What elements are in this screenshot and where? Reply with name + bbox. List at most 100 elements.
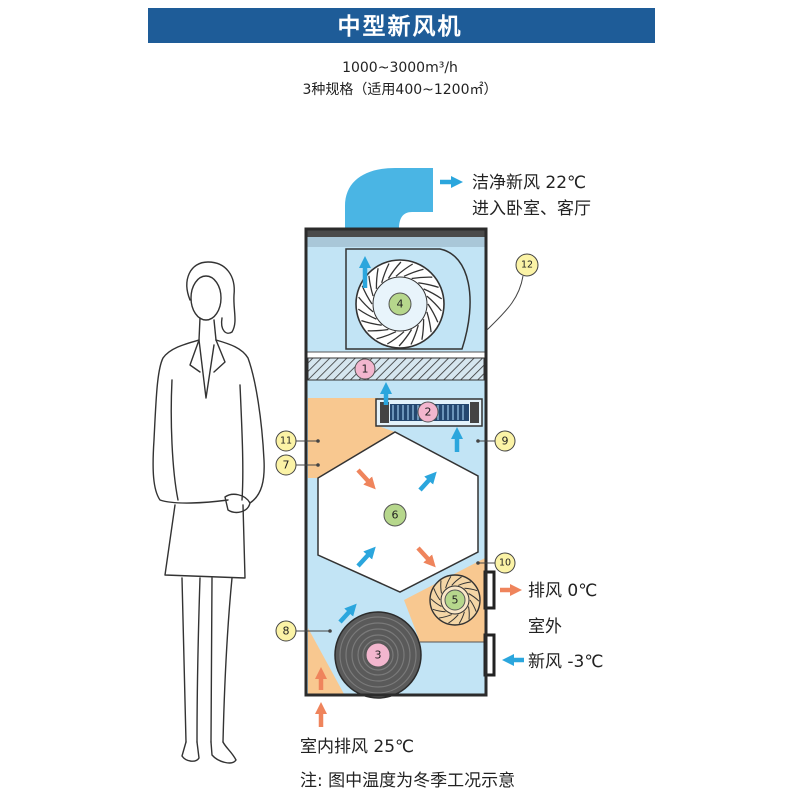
filter-ring — [345, 622, 411, 688]
exhaust-fan-blades — [430, 576, 480, 624]
callout-10-label: 10 — [499, 558, 511, 569]
marker-4-label: 4 — [397, 298, 404, 311]
model-spec: 3种规格（适用400~1200㎡） — [303, 82, 498, 98]
coil-end-cap-right — [470, 402, 479, 423]
fan-blade — [410, 325, 419, 345]
leader-11-dot — [316, 439, 320, 443]
room-exhaust-label: 室内排风 25℃ — [300, 737, 414, 757]
fan-blade — [381, 263, 390, 283]
fan-blade — [411, 276, 433, 280]
marker-5-label: 5 — [452, 594, 459, 607]
fan-blade — [357, 308, 377, 320]
marker-2-badge — [417, 401, 439, 423]
marker-3-label: 3 — [375, 649, 382, 662]
marker-1-label: 1 — [362, 363, 369, 376]
woman-figure-illustration — [152, 261, 265, 764]
fan-blade — [440, 580, 442, 594]
fan-blade — [367, 328, 389, 332]
supply-duct — [345, 168, 433, 229]
arrow-fresh-exit-core — [418, 471, 437, 492]
fan-blade — [427, 303, 439, 323]
fan-blade — [375, 268, 379, 289]
fan-blade — [458, 581, 471, 586]
fan-blade — [451, 576, 462, 586]
fan-blade — [403, 268, 424, 277]
fan-blade — [426, 295, 442, 312]
filter-ring — [362, 639, 394, 671]
fan-blade — [368, 275, 374, 297]
fan-blade — [395, 263, 414, 277]
figure-collar — [189, 339, 226, 399]
fan-blade — [468, 606, 470, 620]
fan-blade — [387, 261, 402, 279]
fan-blade — [439, 614, 452, 619]
fan-blade — [464, 587, 478, 592]
figure-left-arm — [152, 339, 229, 504]
callout-11-label: 11 — [280, 436, 292, 447]
fan-blade — [386, 331, 405, 345]
figure-hands — [224, 493, 251, 514]
leader-8-dot — [328, 629, 332, 633]
fan-blade — [418, 282, 439, 289]
callout-8-label: 8 — [283, 625, 290, 638]
marker-5-badge — [444, 589, 466, 611]
fan-blade — [433, 588, 441, 601]
unit-top-panel — [305, 228, 487, 237]
marker-1-badge — [354, 358, 376, 380]
exhaust-air-label: 排风 0℃ — [528, 581, 597, 601]
airflow-spec: 1000~3000m³/h — [342, 60, 458, 76]
header-bar — [148, 8, 655, 43]
arrow-return-exit-core — [416, 546, 436, 568]
supply-air-label: 洁净新风 22℃ — [472, 173, 586, 193]
return-air-zone-top — [308, 398, 395, 478]
fan-blade — [430, 598, 442, 607]
leader-9-dot — [476, 439, 480, 443]
fan-blade — [445, 576, 452, 589]
callout-9-label: 9 — [502, 435, 509, 448]
callout-7-badge — [275, 454, 297, 476]
marker-6-badge — [383, 503, 407, 527]
fan-blade — [468, 593, 480, 602]
fan-blade — [398, 329, 413, 347]
coil-end-cap-left — [380, 402, 389, 423]
leader-10-dot — [476, 561, 480, 565]
figure-legs — [181, 577, 233, 743]
marker-4-badge — [388, 292, 412, 316]
fresh-air-filter-rings — [339, 616, 417, 694]
callout-11-badge — [275, 430, 297, 452]
marker-3-badge — [365, 642, 391, 668]
callout-12-label: 12 — [521, 260, 533, 271]
figure-face — [190, 275, 222, 321]
figure-skirt — [164, 504, 246, 579]
fan-blade — [432, 608, 446, 613]
fan-blade — [376, 331, 397, 340]
footnote: 注: 图中温度为冬季工况示意 — [300, 771, 515, 791]
filter-ring — [357, 634, 399, 676]
fresh-air-label: 新风 -3℃ — [528, 652, 603, 672]
fan-blade — [458, 611, 465, 624]
callout-12-badge — [515, 253, 539, 277]
fan-blade — [469, 599, 477, 612]
fan-blade — [426, 311, 432, 333]
supply-fan-blades — [357, 261, 443, 347]
figure-hair — [186, 261, 236, 334]
callout-8-badge — [275, 620, 297, 642]
callout-9-badge — [494, 430, 516, 452]
fan-blade — [423, 288, 443, 300]
top-plenum-band — [307, 237, 485, 247]
fan-blade — [358, 296, 374, 313]
supply-air-destination: 进入卧室、客厅 — [472, 199, 591, 219]
marker-2-label: 2 — [425, 406, 432, 419]
fan-blade — [361, 319, 382, 326]
figure-right-arm — [215, 339, 265, 504]
arrow-fresh-enter-core — [356, 546, 376, 568]
outdoor-label: 室外 — [528, 617, 562, 637]
supply-fan-casing — [345, 248, 471, 350]
figure-shoes — [181, 741, 237, 764]
fan-blade — [448, 614, 459, 624]
arrow-return-enter-core — [356, 468, 376, 490]
filter-band-icon — [307, 357, 485, 381]
filter-ring — [339, 616, 417, 694]
leader-12 — [486, 275, 524, 331]
